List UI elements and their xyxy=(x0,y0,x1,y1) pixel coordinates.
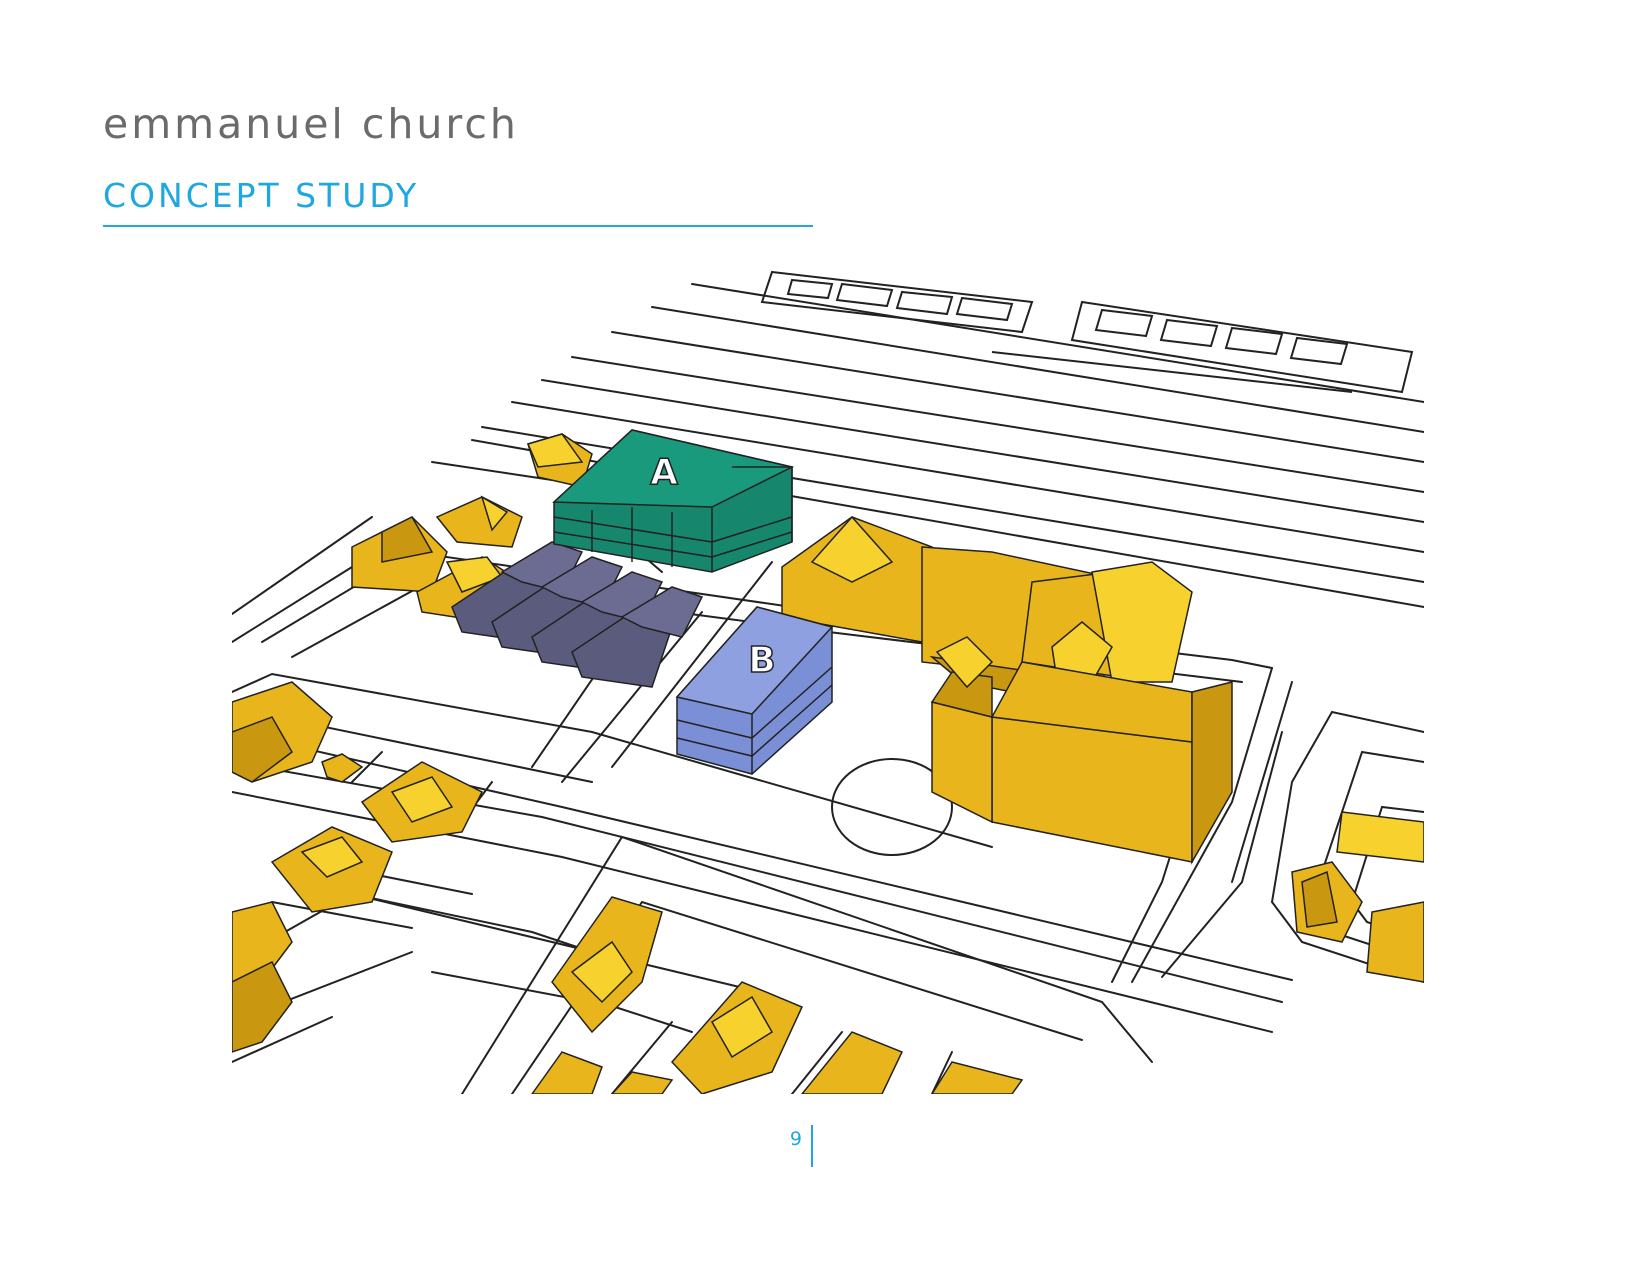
existing-houses xyxy=(232,433,1424,1094)
building-a: A xyxy=(552,429,795,573)
document-title: emmanuel church xyxy=(103,100,519,148)
outlined-houses-north xyxy=(760,270,1414,394)
building-b-label: B xyxy=(748,640,775,681)
page-number-divider xyxy=(811,1125,813,1167)
townhouses xyxy=(451,541,704,688)
building-b: B xyxy=(675,606,834,775)
section-title: CONCEPT STUDY xyxy=(103,176,420,215)
site-massing-diagram: A B xyxy=(232,262,1424,1094)
page-number: 9 xyxy=(789,1128,802,1150)
building-a-label: A xyxy=(650,452,678,493)
title-underline xyxy=(103,225,813,227)
existing-church-complex xyxy=(781,515,1233,865)
